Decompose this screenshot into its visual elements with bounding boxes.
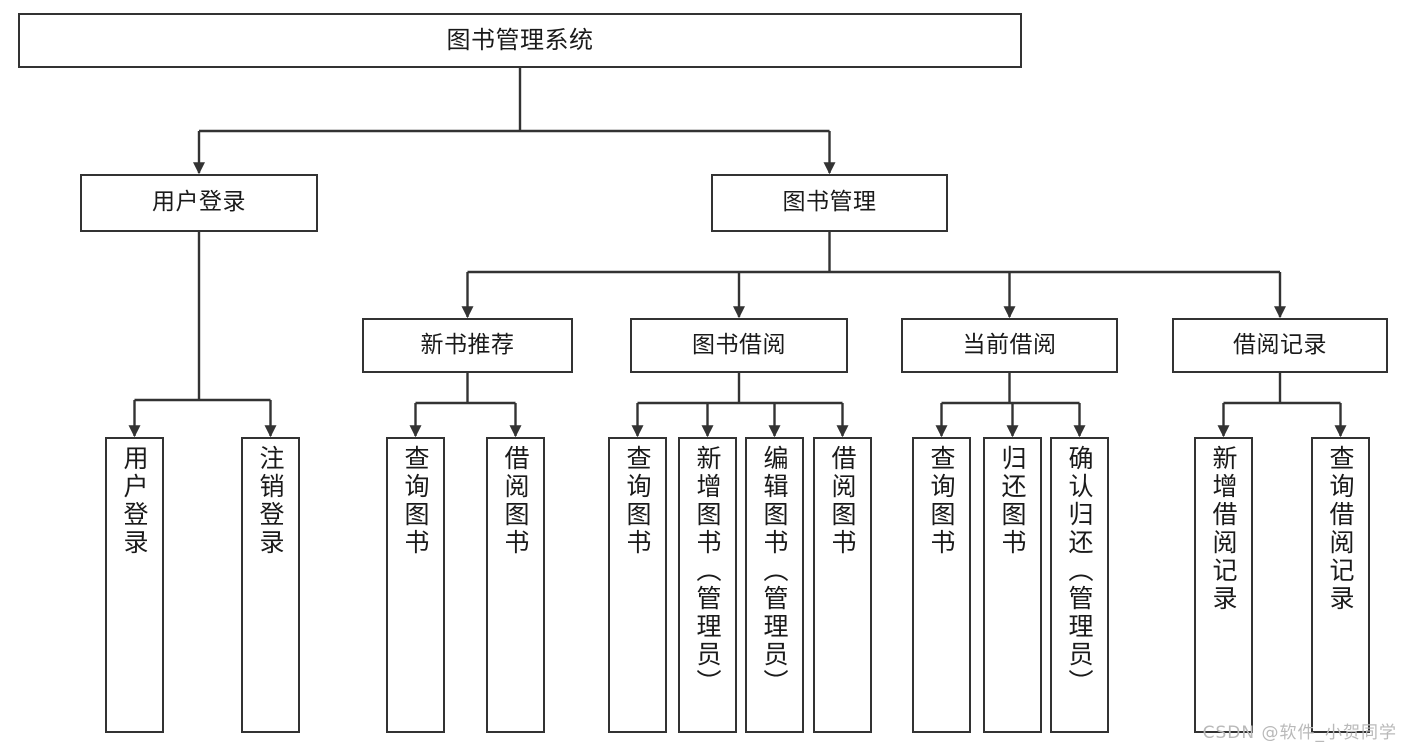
node-l3-e1[interactable]: 新增借阅记录 — [1194, 437, 1253, 733]
node-l3-a1[interactable]: 用户登录 — [105, 437, 164, 733]
node-l3-e2[interactable]: 查询借阅记录 — [1311, 437, 1370, 733]
node-label: 新增借阅记录 — [1209, 445, 1238, 613]
node-l2-borrow[interactable]: 图书借阅 — [630, 318, 848, 373]
node-label: 用户登录 — [152, 189, 246, 216]
node-l3-b1[interactable]: 查询图书 — [386, 437, 445, 733]
node-label: 借阅记录 — [1233, 331, 1327, 358]
node-label: 查询图书 — [927, 445, 956, 557]
node-label: 借阅图书 — [501, 445, 530, 557]
node-label: 新书推荐 — [420, 331, 515, 358]
node-l3-c1[interactable]: 查询图书 — [608, 437, 667, 733]
node-l3-b2[interactable]: 借阅图书 — [486, 437, 545, 733]
node-label: 查询借阅记录 — [1326, 445, 1355, 613]
node-label: 用户登录 — [120, 445, 149, 557]
node-l3-d1[interactable]: 查询图书 — [912, 437, 971, 733]
node-label: 当前借阅 — [962, 331, 1057, 358]
node-label: 注销登录 — [256, 445, 285, 557]
node-label: 借阅图书 — [828, 445, 857, 557]
node-label: 图书管理系统 — [446, 26, 594, 55]
node-l1-bookmgmt[interactable]: 图书管理 — [711, 174, 948, 232]
node-label: 归还图书 — [998, 445, 1027, 557]
node-label: 确认归还（管理员） — [1065, 445, 1094, 697]
node-label: 编辑图书（管理员） — [760, 445, 789, 697]
node-l3-c2[interactable]: 新增图书（管理员） — [678, 437, 737, 733]
node-l3-a2[interactable]: 注销登录 — [241, 437, 300, 733]
watermark-text: CSDN @软件_小贺同学 — [1202, 723, 1397, 743]
node-label: 图书借阅 — [692, 331, 786, 358]
node-l2-newbook[interactable]: 新书推荐 — [362, 318, 573, 373]
node-label: 查询图书 — [401, 445, 430, 557]
node-label: 查询图书 — [623, 445, 652, 557]
node-label: 图书管理 — [782, 189, 877, 216]
node-l3-d3[interactable]: 确认归还（管理员） — [1050, 437, 1109, 733]
node-l2-current[interactable]: 当前借阅 — [901, 318, 1118, 373]
node-l3-d2[interactable]: 归还图书 — [983, 437, 1042, 733]
node-l2-record[interactable]: 借阅记录 — [1172, 318, 1388, 373]
node-label: 新增图书（管理员） — [693, 445, 722, 697]
node-l3-c3[interactable]: 编辑图书（管理员） — [745, 437, 804, 733]
node-root[interactable]: 图书管理系统 — [18, 13, 1022, 68]
node-l3-c4[interactable]: 借阅图书 — [813, 437, 872, 733]
node-l1-login[interactable]: 用户登录 — [80, 174, 318, 232]
